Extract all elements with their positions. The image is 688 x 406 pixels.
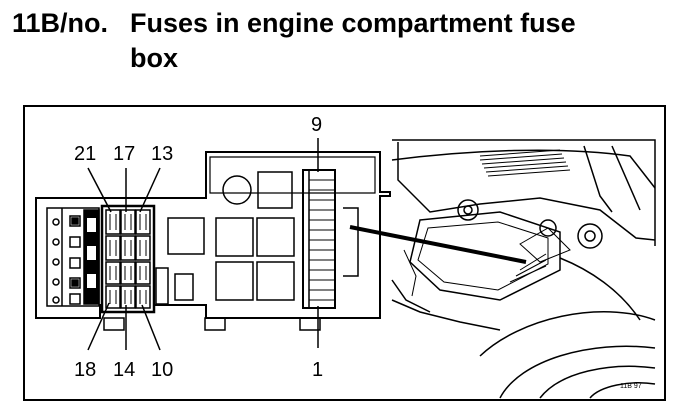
page-heading: 11B/no.Fuses in engine compartment fuse … [12,6,682,76]
callout-fuse-21: 21 [74,143,96,165]
fuse-strip-vertical [302,169,336,309]
fuse-grid-main [100,204,156,314]
callout-fuse-18: 18 [74,359,96,381]
callout-leader-lines [87,138,319,351]
relay-block [155,171,295,305]
callout-fuse-9: 9 [311,114,322,136]
callout-fuse-13: 13 [151,143,173,165]
figure-frame [23,105,666,401]
callout-fuse-10: 10 [151,359,173,381]
location-pointer-line [349,225,527,264]
left-connector-block [46,207,100,307]
engine-sketch-shading [479,149,571,283]
section-number: 11B/no. [12,8,109,38]
callout-fuse-1: 1 [312,359,323,381]
engine-compartment-sketch [391,139,656,399]
callout-fuse-14: 14 [113,359,135,381]
figure-reference-code: 11B 97 [620,383,642,390]
callout-fuse-17: 17 [113,143,135,165]
heading-title-line1: Fuses in engine compartment fuse [130,8,576,38]
heading-title-line2: box [130,43,179,73]
fuse-box-outline [35,151,391,331]
